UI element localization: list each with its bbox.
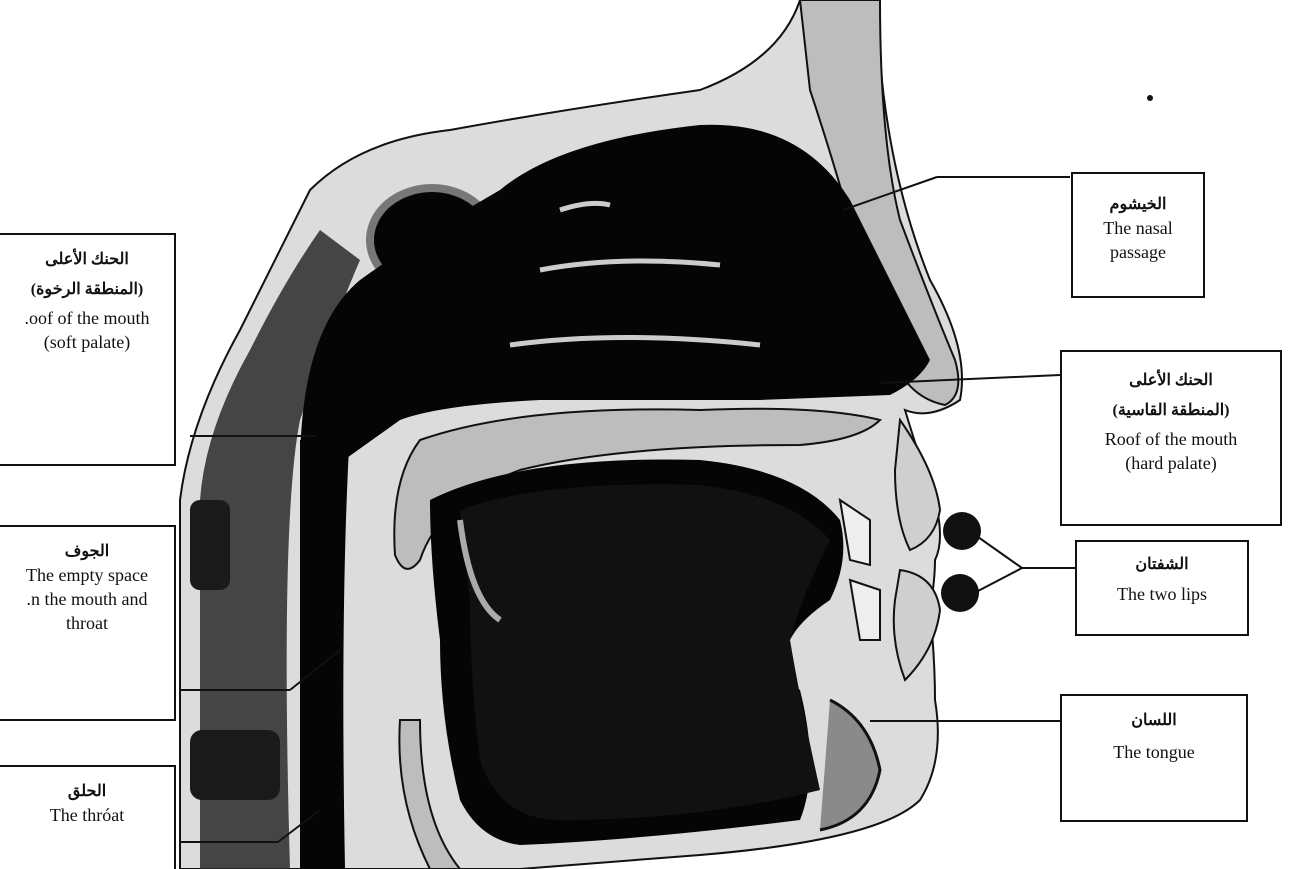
label-tongue: اللسان The tongue	[1060, 694, 1248, 822]
lips-english: The two lips	[1077, 582, 1247, 606]
label-nasal-passage: الخيشوم The nasal passage	[1071, 172, 1205, 298]
lips-leader-upper	[978, 537, 1022, 568]
throat-english: The thróat	[0, 803, 174, 827]
dot-mark	[1147, 95, 1153, 101]
soft-palate-arabic-1: الحنك الأعلى	[0, 249, 174, 271]
soft-palate-arabic-2: (المنطقة الرخوة)	[0, 279, 174, 301]
soft-palate-english-1: .oof of the mouth	[0, 306, 174, 330]
pharynx	[300, 430, 350, 869]
label-hard-palate: الحنك الأعلى (المنطقة القاسية) Roof of t…	[1060, 350, 1282, 526]
empty-space-english-3: throat	[0, 611, 174, 635]
throat-arabic: الحلق	[0, 781, 174, 803]
lower-lip-marker	[941, 574, 979, 612]
empty-space-english-2: .n the mouth and	[0, 587, 174, 611]
hard-palate-arabic-1: الحنك الأعلى	[1062, 370, 1280, 392]
soft-palate-english-2: (soft palate)	[0, 330, 174, 354]
hard-palate-english-1: Roof of the mouth	[1062, 427, 1280, 451]
upper-lip	[895, 420, 940, 550]
label-empty-space: الجوف The empty space .n the mouth and t…	[0, 525, 176, 721]
nasal-english-1: The nasal	[1073, 216, 1203, 240]
vertebra-1	[190, 500, 230, 590]
nasal-english-2: passage	[1073, 240, 1203, 264]
label-two-lips: الشفتان The two lips	[1075, 540, 1249, 636]
tongue-arabic: اللسان	[1062, 710, 1246, 732]
hard-palate-arabic-2: (المنطقة القاسية)	[1062, 400, 1280, 422]
tongue-english: The tongue	[1062, 740, 1246, 764]
vertebra-2	[190, 730, 280, 800]
nasal-arabic: الخيشوم	[1073, 194, 1203, 216]
hard-palate-english-2: (hard palate)	[1062, 451, 1280, 475]
label-soft-palate: الحنك الأعلى (المنطقة الرخوة) .oof of th…	[0, 233, 176, 466]
lips-arabic: الشفتان	[1077, 554, 1247, 576]
tongue	[460, 484, 830, 820]
empty-space-arabic: الجوف	[0, 541, 174, 563]
upper-lip-marker	[943, 512, 981, 550]
empty-space-english-1: The empty space	[0, 563, 174, 587]
label-throat: الحلق The thróat	[0, 765, 176, 869]
lips-leader-lower	[978, 568, 1022, 591]
